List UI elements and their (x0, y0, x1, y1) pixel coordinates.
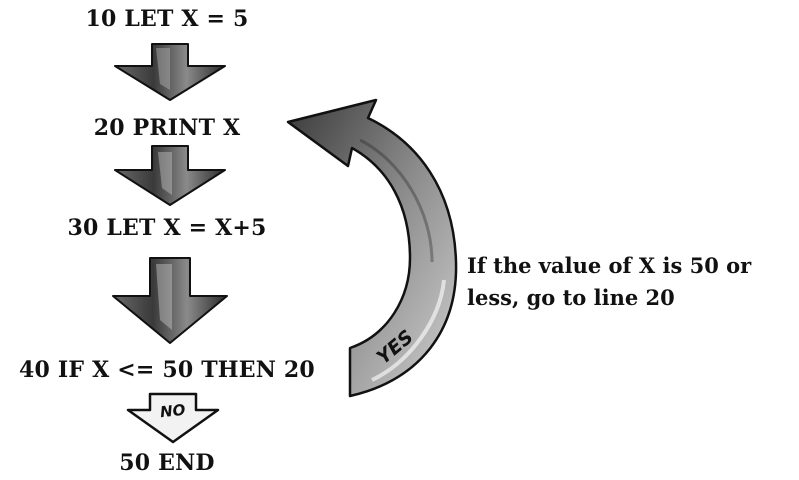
no-arrow: NO (126, 392, 220, 444)
no-label: NO (159, 401, 186, 422)
yes-loop-arrow: YES (286, 98, 458, 398)
flow-arrow-10-to-20 (114, 43, 226, 101)
flow-arrow-30-to-40 (112, 257, 228, 344)
annotation-line-1: If the value of X is 50 or (467, 253, 752, 278)
statement-line-50: 50 END (119, 450, 215, 476)
flow-arrow-20-to-30 (114, 145, 226, 206)
annotation-line-2: less, go to line 20 (467, 285, 675, 310)
statement-line-40: 40 IF X <= 50 THEN 20 (19, 357, 315, 383)
statement-line-10: 10 LET X = 5 (85, 6, 249, 32)
statement-line-20: 20 PRINT X (93, 115, 241, 141)
statement-line-30: 30 LET X = X+5 (67, 215, 267, 241)
condition-annotation: If the value of X is 50 or less, go to l… (467, 250, 751, 314)
